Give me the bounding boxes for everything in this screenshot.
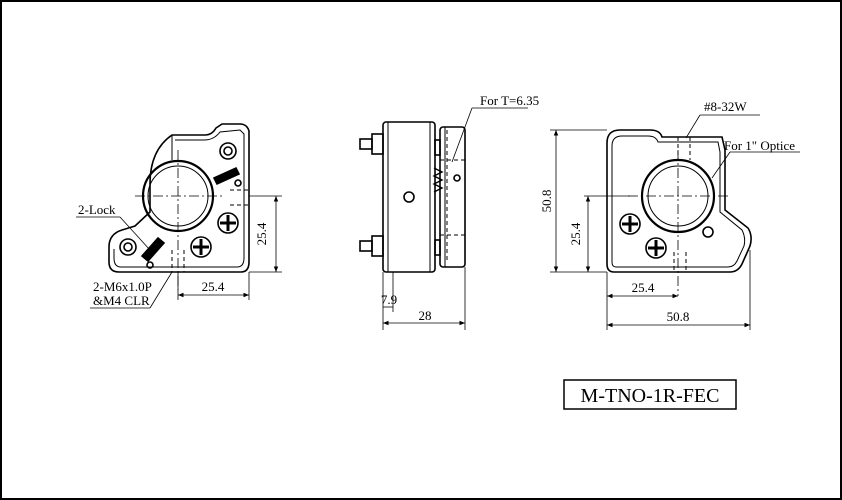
- rear-dim-overall-height: 50.8: [539, 190, 554, 213]
- side-front-plate: [439, 126, 466, 268]
- rear-optic-callout: For 1" Optice: [724, 138, 795, 153]
- rear-screw-callout: #8-32W: [704, 99, 747, 114]
- front-dim-vertical: 25.4: [254, 222, 269, 245]
- side-knob-bottom: [371, 235, 384, 257]
- rear-dim-center-width: 25.4: [632, 280, 655, 295]
- front-thread-callout-line1: 2-M6x1.0P: [93, 279, 152, 294]
- rear-dim-center-height: 25.4: [568, 222, 583, 245]
- side-view: [359, 107, 528, 330]
- front-screw-right: [217, 212, 239, 234]
- front-lock-callout: 2-Lock: [78, 202, 116, 217]
- rear-screw-bottom: [645, 237, 667, 259]
- rear-screw-left: [619, 213, 641, 235]
- model-number-box: [563, 379, 737, 410]
- front-thread-callout-line2: &M4 CLR: [93, 293, 150, 308]
- side-dim-small: 7.9: [381, 292, 397, 307]
- side-knob-top: [371, 133, 384, 155]
- model-number: M-TNO-1R-FEC: [581, 385, 720, 407]
- rear-dim-overall-width: 50.8: [667, 309, 690, 324]
- front-dim-horizontal: 25.4: [202, 279, 225, 294]
- side-thickness-callout: For T=6.35: [480, 93, 539, 108]
- front-top-lock-knob: [219, 142, 237, 160]
- front-view: [76, 123, 282, 309]
- rear-view: [550, 114, 800, 330]
- front-screw-bottom: [190, 236, 212, 258]
- side-dim-overall: 28: [419, 308, 432, 323]
- front-body-outline: [108, 123, 250, 273]
- side-body: [382, 121, 436, 273]
- side-spring: [432, 167, 444, 193]
- rear-body-outline: [606, 129, 752, 273]
- front-left-lock-knob: [119, 238, 137, 256]
